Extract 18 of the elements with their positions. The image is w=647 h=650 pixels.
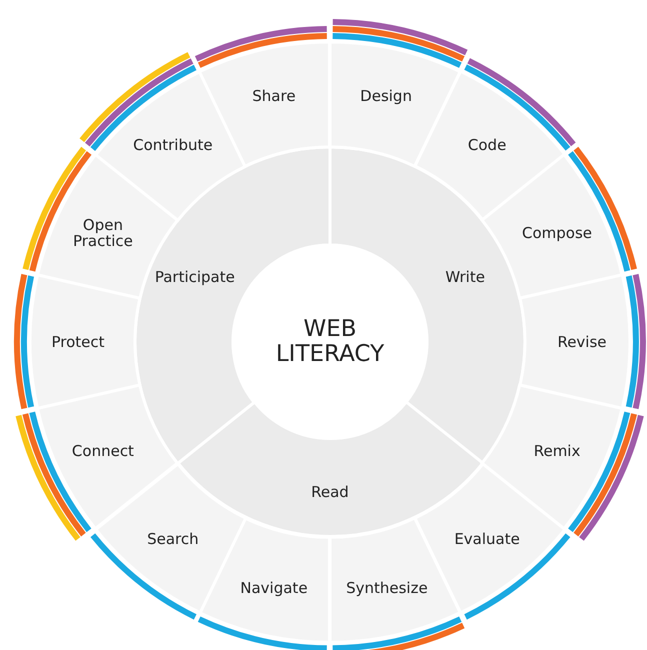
skill-label: Code [468,136,506,153]
skill-label: Remix [534,443,580,460]
skill-label: Protect [51,334,105,350]
skill-label: Search [147,531,199,548]
category-label: Read [311,484,349,500]
skill-label: Evaluate [454,531,520,548]
center-title: WEB LITERACY [274,317,386,367]
skill-label: Compose [522,224,592,241]
skill-label: Synthesize [346,580,426,596]
skill-label: Contribute [133,136,213,153]
skill-label: Navigate [240,580,308,596]
skill-label: Design [360,88,412,104]
skill-label: Open Practice [72,216,134,249]
skill-label: Revise [557,334,607,350]
category-label: Participate [154,268,235,285]
skill-label: Share [252,88,296,104]
category-label: Write [445,268,485,285]
skill-label: Connect [72,443,134,460]
